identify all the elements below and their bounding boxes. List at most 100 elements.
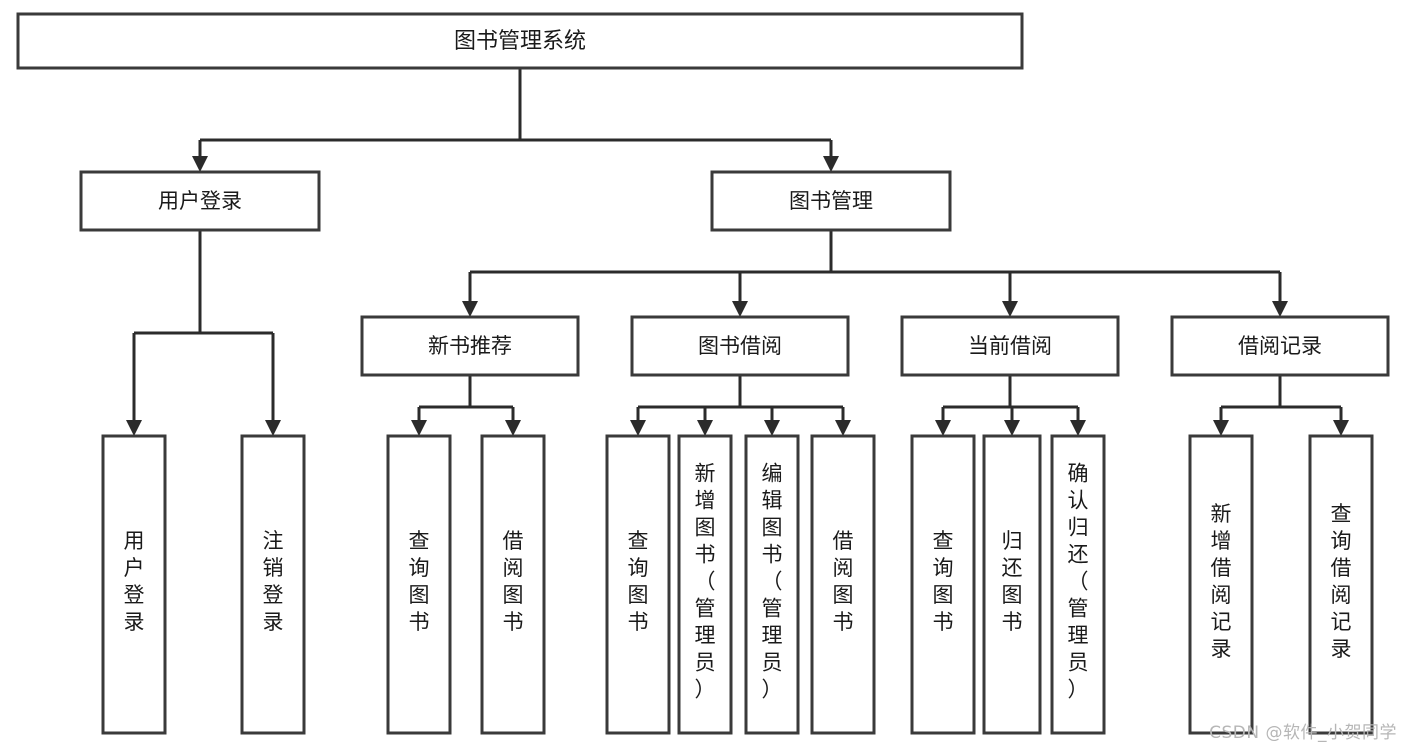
node-label-leaf-borrow-book-2: 借阅图书 (833, 529, 854, 634)
node-box-user-login (79, 170, 321, 232)
arrow-to-current-borrow (1002, 272, 1018, 317)
node-box-new-book-recommend (360, 315, 580, 377)
node-label-leaf-add-book: 新增图书（管理员） (695, 462, 716, 702)
node-label-current-borrow: 当前借阅 (968, 334, 1052, 358)
arrow-head-icon (1002, 301, 1018, 317)
arrow-to-leaf-borrow-book-2 (835, 407, 851, 436)
node-label-leaf-return-book: 归还图书 (1002, 529, 1023, 634)
arrow-head-icon (462, 301, 478, 317)
node-box-leaf-edit-book (744, 434, 800, 735)
node-root[interactable]: 图书管理系统 (16, 12, 1024, 70)
node-label-leaf-query-record: 查询借阅记录 (1331, 502, 1352, 661)
node-leaf-borrow-book-1[interactable]: 借阅图书 (480, 434, 546, 735)
node-label-borrow-record: 借阅记录 (1238, 334, 1322, 358)
arrow-to-leaf-return-book (1004, 407, 1020, 436)
nodes-layer: 图书管理系统用户登录图书管理新书推荐图书借阅当前借阅借阅记录用户登录注销登录查询… (16, 12, 1390, 735)
node-box-leaf-confirm-return (1050, 434, 1106, 735)
node-label-leaf-logout-login: 注销登录 (263, 529, 284, 634)
arrow-head-icon (411, 420, 427, 436)
arrow-to-leaf-borrow-book-1 (505, 407, 521, 436)
arrow-head-icon (764, 420, 780, 436)
arrow-head-icon (1272, 301, 1288, 317)
arrow-head-icon (697, 420, 713, 436)
arrow-to-leaf-add-record (1213, 407, 1229, 436)
arrow-head-icon (192, 156, 208, 172)
node-book-borrow[interactable]: 图书借阅 (630, 315, 850, 377)
node-label-leaf-add-record: 新增借阅记录 (1211, 502, 1232, 661)
node-label-new-book-recommend: 新书推荐 (428, 334, 512, 358)
node-leaf-edit-book[interactable]: 编辑图书（管理员） (744, 434, 800, 735)
node-label-root: 图书管理系统 (454, 29, 586, 54)
node-label-leaf-query-book-3: 查询图书 (933, 529, 954, 634)
arrow-to-leaf-query-book-3 (935, 407, 951, 436)
arrow-to-leaf-query-book-1 (411, 407, 427, 436)
arrow-to-user-login (192, 140, 208, 172)
node-box-leaf-user-login (101, 434, 167, 735)
node-label-leaf-confirm-return: 确认归还（管理员） (1068, 462, 1089, 702)
node-label-leaf-user-login: 用户登录 (124, 529, 145, 634)
arrow-to-borrow-record (1272, 272, 1288, 317)
node-leaf-confirm-return[interactable]: 确认归还（管理员） (1050, 434, 1106, 735)
arrow-to-leaf-confirm-return (1070, 407, 1086, 436)
node-box-leaf-add-record (1188, 434, 1254, 735)
node-box-leaf-borrow-book-2 (810, 434, 876, 735)
arrow-head-icon (835, 420, 851, 436)
node-box-root (16, 12, 1024, 70)
node-leaf-add-book[interactable]: 新增图书（管理员） (677, 434, 733, 735)
arrow-head-icon (823, 156, 839, 172)
node-leaf-borrow-book-2[interactable]: 借阅图书 (810, 434, 876, 735)
arrow-head-icon (732, 301, 748, 317)
arrow-to-leaf-add-book (697, 407, 713, 436)
arrow-to-leaf-query-book-2 (630, 407, 646, 436)
node-box-book-borrow (630, 315, 850, 377)
node-leaf-user-login[interactable]: 用户登录 (101, 434, 167, 735)
arrow-to-book-manage (823, 140, 839, 172)
arrow-head-icon (505, 420, 521, 436)
node-leaf-add-record[interactable]: 新增借阅记录 (1188, 434, 1254, 735)
node-label-leaf-edit-book: 编辑图书（管理员） (762, 462, 783, 702)
node-user-login[interactable]: 用户登录 (79, 170, 321, 232)
node-leaf-return-book[interactable]: 归还图书 (982, 434, 1042, 735)
arrow-head-icon (1333, 420, 1349, 436)
node-new-book-recommend[interactable]: 新书推荐 (360, 315, 580, 377)
arrow-to-leaf-query-record (1333, 407, 1349, 436)
node-book-manage[interactable]: 图书管理 (710, 170, 952, 232)
node-box-leaf-logout-login (240, 434, 306, 735)
arrow-head-icon (1070, 420, 1086, 436)
arrow-head-icon (630, 420, 646, 436)
arrow-head-icon (935, 420, 951, 436)
node-leaf-query-book-3[interactable]: 查询图书 (910, 434, 976, 735)
node-label-leaf-query-book-2: 查询图书 (628, 529, 649, 634)
node-leaf-query-record[interactable]: 查询借阅记录 (1308, 434, 1374, 735)
node-leaf-query-book-1[interactable]: 查询图书 (386, 434, 452, 735)
node-label-book-manage: 图书管理 (789, 189, 873, 213)
node-box-book-manage (710, 170, 952, 232)
node-leaf-query-book-2[interactable]: 查询图书 (605, 434, 671, 735)
arrow-to-book-borrow (732, 272, 748, 317)
node-box-leaf-return-book (982, 434, 1042, 735)
connectors-layer (126, 68, 1349, 436)
node-box-leaf-borrow-book-1 (480, 434, 546, 735)
arrow-head-icon (265, 420, 281, 436)
node-box-current-borrow (900, 315, 1120, 377)
arrow-head-icon (1004, 420, 1020, 436)
node-label-user-login: 用户登录 (158, 189, 242, 213)
node-borrow-record[interactable]: 借阅记录 (1170, 315, 1390, 377)
arrow-to-leaf-user-login (126, 333, 142, 436)
arrow-head-icon (1213, 420, 1229, 436)
node-box-leaf-add-book (677, 434, 733, 735)
watermark-label: CSDN @软件_小贺同学 (1209, 723, 1397, 743)
arrow-to-leaf-logout-login (265, 333, 281, 436)
node-box-leaf-query-book-1 (386, 434, 452, 735)
arrow-to-new-book-recommend (462, 272, 478, 317)
node-leaf-logout-login[interactable]: 注销登录 (240, 434, 306, 735)
node-box-leaf-query-book-3 (910, 434, 976, 735)
node-box-leaf-query-book-2 (605, 434, 671, 735)
node-label-leaf-borrow-book-1: 借阅图书 (503, 529, 524, 634)
arrow-to-leaf-edit-book (764, 407, 780, 436)
node-label-book-borrow: 图书借阅 (698, 334, 782, 358)
node-box-leaf-query-record (1308, 434, 1374, 735)
node-current-borrow[interactable]: 当前借阅 (900, 315, 1120, 377)
